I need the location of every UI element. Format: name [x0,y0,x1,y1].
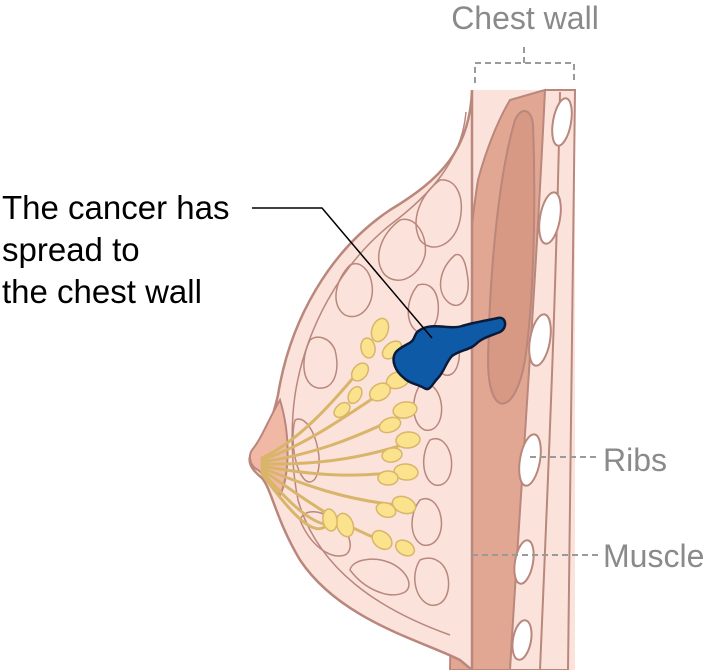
muscle-label: Muscle [603,538,704,574]
cancer-label-line1: The cancer has [2,189,229,226]
ribs-label: Ribs [603,442,667,478]
cancer-label-line3: the chest wall [2,273,202,310]
chest-wall-label: Chest wall [451,0,599,36]
cancer-label-line2: spread to [2,231,140,268]
chest-wall-bracket [475,47,574,83]
